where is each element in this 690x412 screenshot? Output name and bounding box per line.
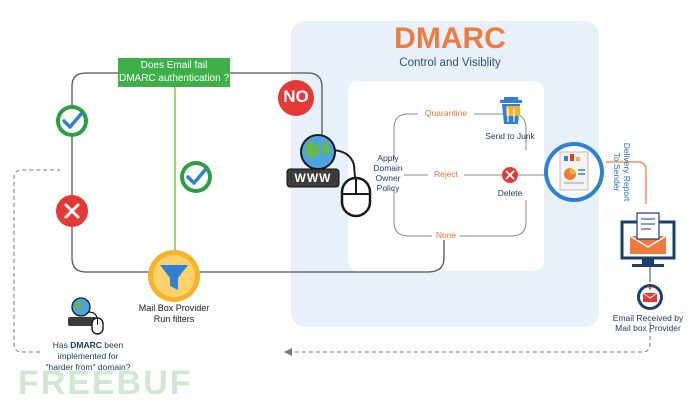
watermark: FREEBUF — [18, 364, 193, 402]
globe-www-icon — [286, 134, 340, 188]
branch-label-none: None — [432, 230, 460, 240]
branch-result-delete: Delete — [497, 188, 523, 198]
inbox-icon — [637, 284, 663, 310]
delete-icon — [502, 167, 518, 183]
left-loop-line — [71, 88, 150, 273]
no-circle — [278, 80, 314, 116]
branch-label-quarantine: Quarantine — [418, 108, 474, 118]
dashed-left-path — [13, 169, 60, 353]
policy-line-4: Policy — [376, 183, 400, 193]
small-globe-icon — [68, 297, 104, 335]
policy-line-3: Owner — [375, 173, 401, 183]
question-bottom-line-1: Has DMARC been — [28, 340, 148, 351]
question-bottom-pre: Has — [52, 340, 71, 350]
monitor-email-icon — [620, 212, 676, 267]
question-bottom-line-2: implemented for — [57, 351, 119, 361]
mailbox-provider-line-1: Mail Box Provider — [138, 303, 210, 313]
policy-label: Apply Domain Owner Policy — [366, 153, 410, 193]
none-branch — [393, 188, 527, 237]
policy-line-1: Apply — [377, 153, 399, 163]
dashed-arrow-head — [284, 348, 292, 356]
question-bottom-post: been — [101, 340, 124, 350]
question-line-1: Does Email fail — [140, 60, 208, 71]
branch-result-send-to-junk: Send to Junk — [485, 131, 535, 141]
check-icon — [56, 105, 88, 137]
branch-label-reject: Reject — [428, 169, 464, 179]
no-label: NO — [283, 87, 309, 106]
check-icon — [180, 161, 212, 193]
mailbox-provider-line-2: Run filters — [153, 314, 195, 324]
mailbox-provider-label: Mail Box Provider Run filters — [124, 303, 224, 325]
question-box: Does Email fail DMARC authentication ? — [118, 58, 230, 87]
www-label: WWW — [294, 171, 332, 185]
email-received-label: Email Received by Mail box Provider — [606, 313, 690, 333]
question-bottom-line-3: "harder from" domain? — [45, 362, 131, 372]
delivery-report-path — [606, 161, 647, 204]
question-line-2: DMARC authentication ? — [118, 73, 230, 84]
report-icon — [544, 142, 604, 202]
trash-icon — [500, 97, 522, 124]
mouse-icon — [340, 176, 372, 218]
delivery-report-line-1: Delivery Report — [622, 142, 632, 202]
policy-line-2: Domain — [373, 163, 403, 173]
dashed-return-path — [292, 322, 651, 353]
delivery-report-label: Delivery Report To Sender — [612, 133, 632, 211]
cross-icon — [56, 195, 88, 227]
dmarc-implemented-question: Has DMARC been implemented for "harder f… — [28, 340, 148, 373]
diagram-subtitle: Control and Visiblity — [399, 57, 501, 69]
diagram-title: DMARC — [394, 22, 506, 55]
filter-funnel-icon — [148, 250, 200, 302]
none-return-line — [196, 240, 445, 273]
question-bottom-bold: DMARC — [70, 340, 102, 350]
delivery-report-line-2: To Sender — [612, 152, 622, 192]
main-flow-loop — [71, 72, 323, 151]
email-received-line-1: Email Received by — [612, 313, 684, 323]
email-received-line-2: Mail box Provider — [615, 323, 681, 333]
